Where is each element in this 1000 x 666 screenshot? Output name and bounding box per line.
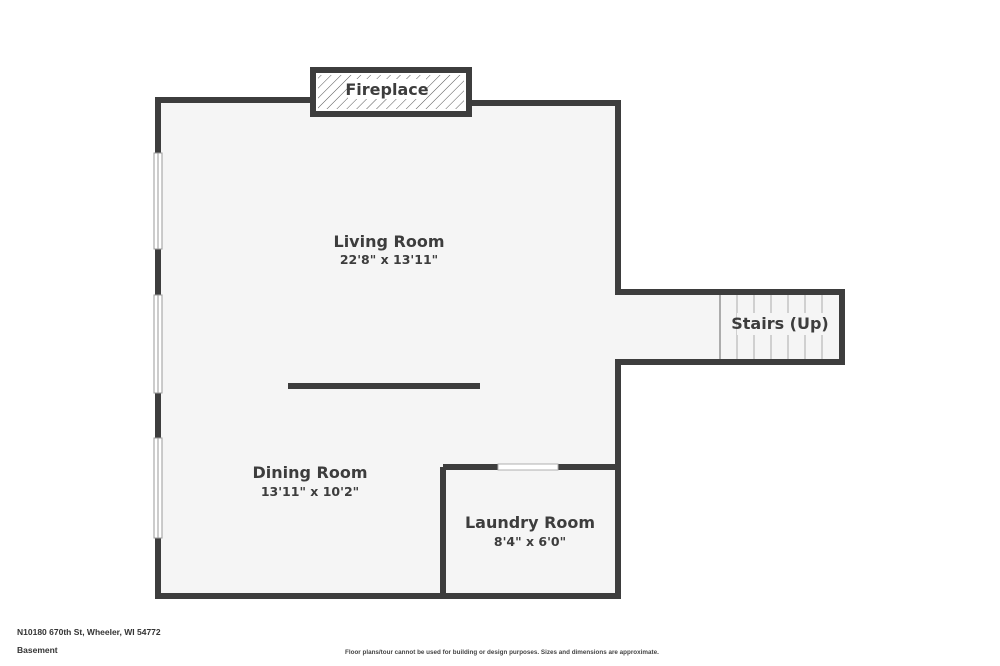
room-dimensions: 8'4" x 6'0" xyxy=(494,534,566,549)
laundry-walls xyxy=(440,464,618,596)
stairs: Stairs (Up) xyxy=(719,295,829,359)
room-name: Laundry Room xyxy=(465,513,595,532)
property-address: N10180 670th St, Wheeler, WI 54772 xyxy=(17,627,161,637)
room-living: Living Room 22'8" x 13'11" xyxy=(334,232,445,267)
room-dining: Dining Room 13'11" x 10'2" xyxy=(252,463,367,499)
room-laundry: Laundry Room 8'4" x 6'0" xyxy=(465,513,595,549)
left-windows xyxy=(153,152,163,539)
floor-level: Basement xyxy=(17,645,58,655)
room-name: Living Room xyxy=(334,232,445,251)
stairs-label: Stairs (Up) xyxy=(731,314,829,333)
room-dimensions: 13'11" x 10'2" xyxy=(261,484,359,499)
laundry-door xyxy=(497,463,559,471)
disclaimer: Floor plans/tour cannot be used for buil… xyxy=(345,649,659,656)
room-dimensions: 22'8" x 13'11" xyxy=(340,252,438,267)
room-name: Dining Room xyxy=(252,463,367,482)
floor-area xyxy=(158,100,842,596)
fireplace-label: Fireplace xyxy=(345,80,428,99)
fireplace: Fireplace xyxy=(310,67,472,117)
